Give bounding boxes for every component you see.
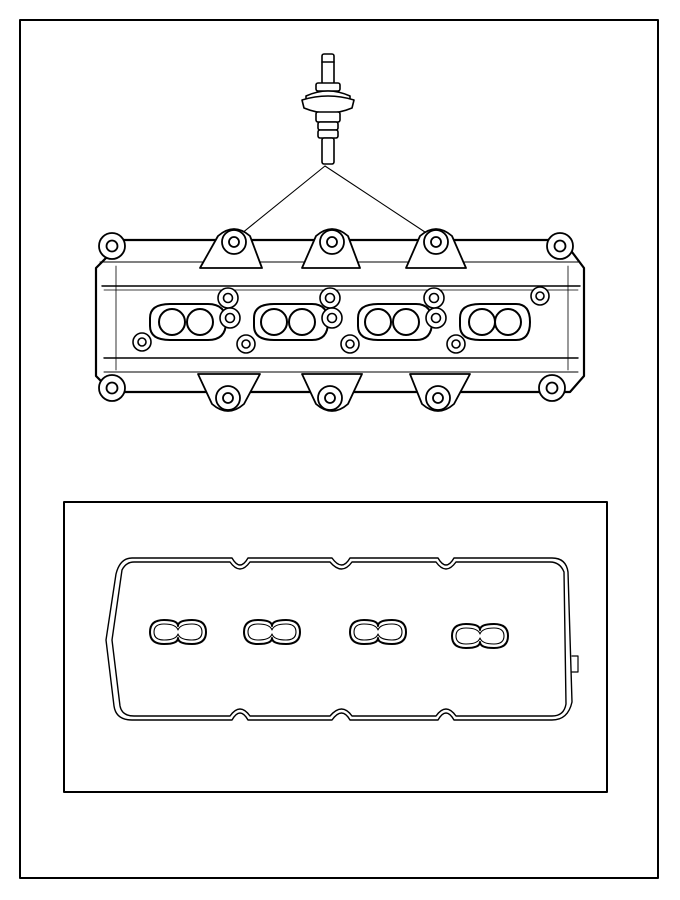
valve-cover-icon [94,228,586,412]
gasket-icon [105,557,579,721]
gasket-frame [63,501,608,793]
pcv-valve-icon [301,53,355,165]
outer-frame [19,19,659,879]
leader-lines [235,165,435,239]
